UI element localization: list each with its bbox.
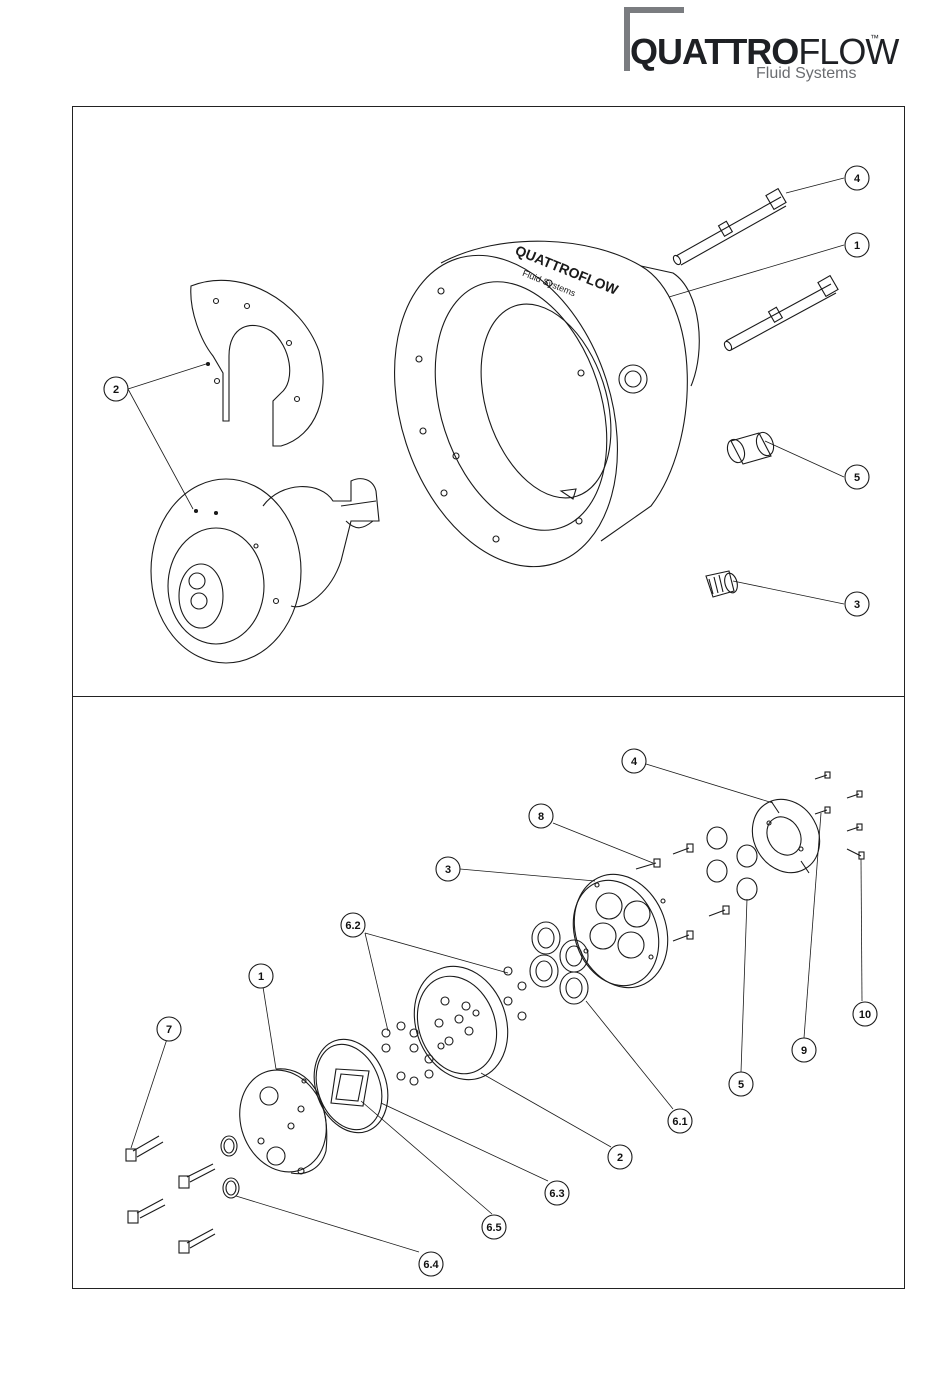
threaded-plug (706, 571, 739, 597)
top-exploded-view-drawing: QUATTROFLOW Fluid Systems (73, 107, 906, 698)
long-cap-bolts (126, 1136, 215, 1253)
check-valves (530, 922, 588, 1004)
quattroflow-logo: QUATTROFLOW ™ Fluid Systems (622, 5, 892, 85)
callout-b62: 6.2 (341, 913, 365, 937)
logo-trademark: ™ (870, 33, 879, 43)
callout-t2: 2 (104, 377, 128, 401)
o-rings (221, 1136, 239, 1198)
split-clamp-ring (739, 787, 832, 885)
svg-text:5: 5 (854, 472, 860, 484)
callout-b5: 5 (729, 1072, 753, 1096)
svg-text:7: 7 (166, 1024, 172, 1036)
svg-text:4: 4 (631, 756, 638, 768)
top-leader-lines (128, 178, 844, 604)
callout-b63: 6.3 (545, 1181, 569, 1205)
svg-text:3: 3 (445, 864, 451, 876)
svg-text:4: 4 (854, 173, 861, 185)
callout-b10: 10 (853, 1002, 877, 1026)
svg-text:6.4: 6.4 (423, 1259, 439, 1271)
end-cover (226, 1058, 341, 1184)
split-flange-plate (191, 280, 323, 446)
svg-text:2: 2 (113, 384, 119, 396)
callout-b9: 9 (792, 1038, 816, 1062)
small-valve-parts (382, 967, 526, 1085)
svg-text:2: 2 (617, 1152, 623, 1164)
callout-b61: 6.1 (668, 1109, 692, 1133)
callout-b7: 7 (157, 1017, 181, 1041)
svg-text:6.2: 6.2 (345, 920, 360, 932)
diaphragm (399, 953, 523, 1093)
svg-text:10: 10 (859, 1009, 871, 1021)
svg-text:5: 5 (738, 1079, 744, 1091)
hex-nut (724, 430, 776, 465)
svg-text:6.3: 6.3 (549, 1188, 564, 1200)
callout-t1: 1 (845, 233, 869, 257)
svg-text:1: 1 (258, 971, 264, 983)
long-bolts (672, 189, 838, 352)
callout-b65: 6.5 (482, 1215, 506, 1239)
callout-t3: 3 (845, 592, 869, 616)
bottom-exploded-view-drawing: 4 8 3 6.2 1 7 10 9 5 6.1 2 6.3 6.5 6.4 (73, 697, 906, 1290)
gasket (302, 1029, 401, 1143)
dome-caps (707, 827, 757, 900)
svg-text:1: 1 (854, 240, 860, 252)
callout-b3: 3 (436, 857, 460, 881)
callout-b4: 4 (622, 749, 646, 773)
main-housing: QUATTROFLOW Fluid Systems (357, 226, 700, 595)
svg-text:6.1: 6.1 (672, 1116, 687, 1128)
svg-text:8: 8 (538, 811, 544, 823)
svg-text:9: 9 (801, 1045, 807, 1057)
logo-subtitle: Fluid Systems (756, 65, 856, 83)
callout-b8: 8 (529, 804, 553, 828)
bottom-exploded-view-panel: 4 8 3 6.2 1 7 10 9 5 6.1 2 6.3 6.5 6.4 (72, 696, 905, 1289)
svg-text:3: 3 (854, 599, 860, 611)
callout-t5: 5 (845, 465, 869, 489)
svg-text:6.5: 6.5 (486, 1222, 501, 1234)
shaft-bearing-assembly (151, 479, 379, 663)
callout-b64: 6.4 (419, 1252, 443, 1276)
callout-t4: 4 (845, 166, 869, 190)
callout-b1: 1 (249, 964, 273, 988)
callout-b2: 2 (608, 1145, 632, 1169)
top-exploded-view-panel: QUATTROFLOW Fluid Systems (72, 106, 905, 697)
small-screws (815, 772, 864, 859)
manifold-plate (559, 861, 683, 1001)
